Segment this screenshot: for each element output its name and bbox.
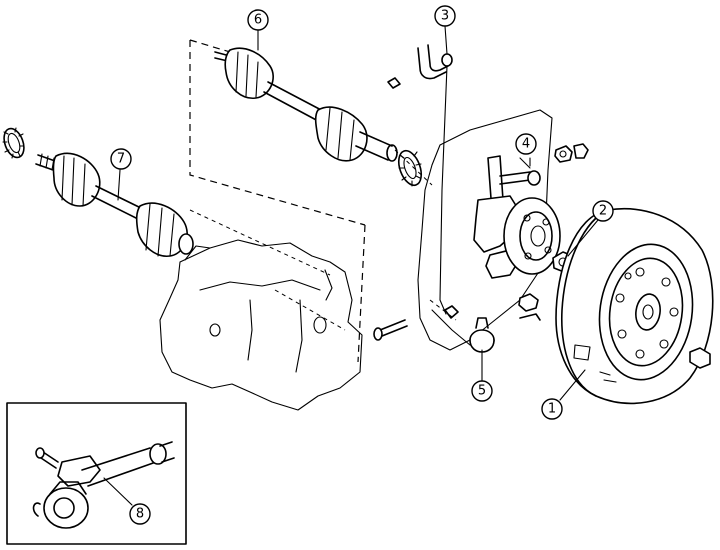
inset-panel [6,402,187,545]
svg-text:8: 8 [136,507,144,522]
callout-3: 3 [434,5,456,27]
callout-2: 2 [592,200,614,222]
callout-4: 4 [515,133,537,155]
callout-1: 1 [541,398,563,420]
callout-5: 5 [471,380,493,402]
svg-text:5: 5 [478,384,486,399]
wheel-hub [503,197,561,275]
tire-and-wheel [555,208,714,405]
drive-shaft-upper [214,47,398,162]
drive-shaft-lower [35,152,194,257]
svg-text:2: 2 [599,204,607,219]
ball-joint-nut [518,293,541,321]
svg-text:6: 6 [254,13,262,28]
transaxle-housing [159,239,363,411]
ring-right [397,149,423,187]
svg-text:7: 7 [117,152,125,167]
callout-8: 8 [129,503,151,525]
alignment-dashed-lines [189,39,457,363]
small-clip [387,77,401,89]
tie-rod-nuts [554,143,589,163]
svg-text:1: 1 [548,402,556,417]
svg-text:4: 4 [522,137,530,152]
knuckle-mounting-frame [417,109,553,351]
callout-6: 6 [247,9,269,31]
svg-text:3: 3 [441,9,449,24]
stabilizer-link [439,299,459,319]
leader-lines [103,25,599,506]
lug-nut [689,347,711,369]
lower-bolt [373,319,408,341]
callout-7: 7 [110,148,132,170]
tie-rod-end [499,157,541,186]
retaining-clip [417,44,453,301]
ring-left [2,127,25,159]
